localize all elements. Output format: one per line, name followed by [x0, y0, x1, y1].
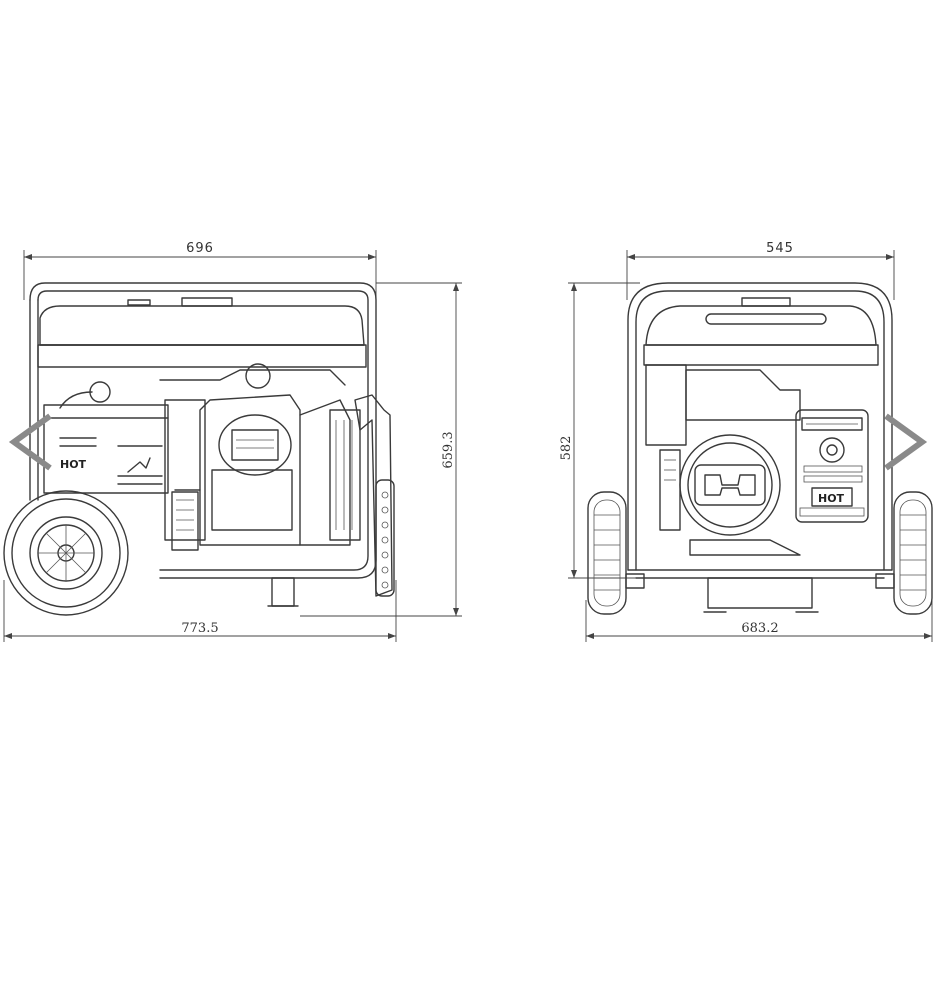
side-foot	[267, 577, 299, 607]
side-frame	[29, 282, 377, 579]
front-frame	[627, 282, 893, 579]
front-view: 545 582 683.2	[559, 241, 933, 642]
side-engine	[159, 363, 361, 551]
previous-image-button[interactable]	[6, 410, 56, 474]
next-image-button[interactable]	[880, 410, 930, 474]
front-base	[625, 573, 895, 613]
side-handle	[354, 394, 395, 597]
dimension-front-width: 545	[626, 241, 895, 300]
side-muffler: HOT	[43, 381, 169, 494]
chevron-left-icon	[8, 413, 52, 471]
side-hot-label: HOT	[60, 458, 87, 471]
front-fuel-tank	[643, 297, 879, 366]
side-height-label: 659.3	[441, 431, 456, 468]
front-control-panel: HOT	[795, 409, 869, 523]
front-engine	[645, 364, 801, 556]
front-hot-label: HOT	[818, 492, 845, 505]
side-view: 696 659.3 773.5	[3, 241, 462, 642]
dimension-front-overall-width: 683.2	[585, 600, 933, 642]
front-wheel-right	[893, 491, 933, 615]
front-height-label: 582	[559, 436, 574, 461]
side-wheel	[3, 490, 129, 616]
front-width-label: 545	[766, 241, 794, 256]
dimension-side-length: 773.5	[3, 580, 397, 642]
side-fuel-tank	[37, 297, 367, 368]
front-overall-width-label: 683.2	[741, 621, 778, 636]
dimension-front-height: 582	[559, 282, 640, 579]
chevron-right-icon	[884, 413, 928, 471]
front-wheel-left	[587, 491, 627, 615]
dimension-side-height: 659.3	[300, 282, 462, 617]
side-width-label: 696	[186, 241, 214, 256]
side-length-label: 773.5	[181, 621, 218, 636]
dimension-side-width: 696	[23, 241, 377, 300]
